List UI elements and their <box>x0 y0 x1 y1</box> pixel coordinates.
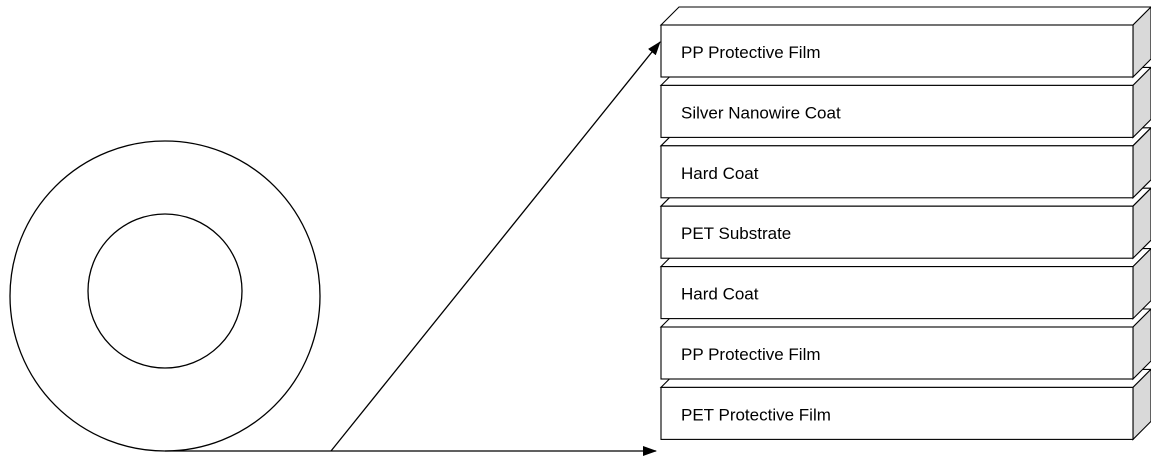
layer-front-face <box>660 84 1134 138</box>
layer-label: Silver Nanowire Coat <box>681 103 841 122</box>
diagonal-arrow <box>330 41 661 452</box>
layer-front-face <box>660 386 1134 440</box>
layer-top-face <box>659 6 1151 26</box>
layer-front-face <box>660 205 1134 259</box>
layer-front-face <box>660 145 1134 199</box>
film-roll <box>9 140 321 452</box>
layer-label: PET Substrate <box>681 224 791 243</box>
layer-front-face <box>660 24 1134 78</box>
arrows <box>165 41 661 456</box>
layer-label: Hard Coat <box>681 164 759 183</box>
layer-block: PET Protective Film <box>659 368 1151 441</box>
layer-block: PET Substrate <box>659 187 1151 260</box>
layer-front-face <box>660 326 1134 380</box>
layer-block: Hard Coat <box>659 127 1151 200</box>
layer-label: PP Protective Film <box>681 345 821 364</box>
layer-block: Silver Nanowire Coat <box>659 66 1151 139</box>
layer-label: Hard Coat <box>681 285 759 304</box>
layer-label: PP Protective Film <box>681 43 821 62</box>
layer-block: PP Protective Film <box>659 6 1151 79</box>
roll-core-circle <box>87 213 243 369</box>
layer-front-face <box>660 266 1134 320</box>
layer-block: PP Protective Film <box>659 308 1151 381</box>
layer-block: Hard Coat <box>659 247 1151 320</box>
layer-label: PET Protective Film <box>681 405 831 424</box>
